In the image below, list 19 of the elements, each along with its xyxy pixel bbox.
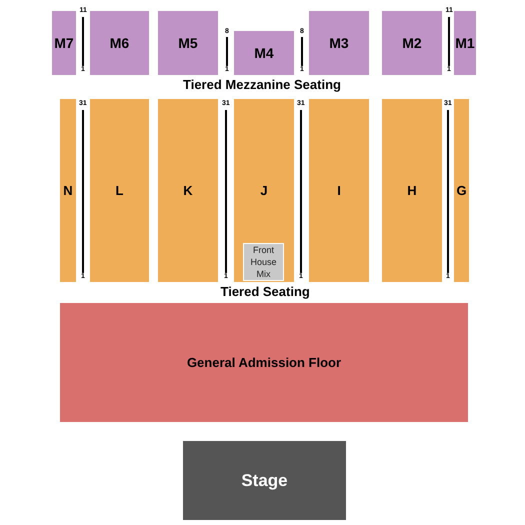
mezzanine-section: M1: [454, 11, 476, 75]
mezzanine-section: M6: [90, 11, 149, 75]
mezzanine-section: M5: [158, 11, 218, 75]
seating-section: K: [158, 99, 218, 282]
stage: Stage: [183, 441, 346, 520]
mezzanine-section: M2: [382, 11, 442, 75]
floor-area: General Admission Floor: [60, 303, 468, 422]
section-heading: Tiered Mezzanine Seating: [183, 77, 341, 92]
seating-section: N: [60, 99, 76, 282]
seating-section: L: [90, 99, 149, 282]
seating-section: I: [309, 99, 369, 282]
mezzanine-section: M3: [309, 11, 369, 75]
seating-section: J Front House Mix: [234, 99, 294, 282]
mezzanine-section: M7: [52, 11, 76, 75]
seating-section: H: [382, 99, 442, 282]
section-heading: Tiered Seating: [220, 284, 310, 299]
mezzanine-section: M4: [234, 31, 294, 75]
seating-section: G: [454, 99, 469, 282]
mix-booth: Front House Mix: [243, 243, 284, 281]
